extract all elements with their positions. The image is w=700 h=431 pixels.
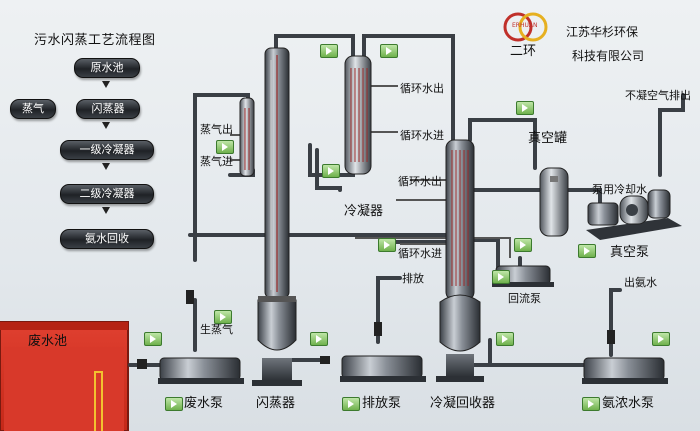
play-icon[interactable] bbox=[652, 332, 670, 346]
pipe-network bbox=[128, 34, 685, 367]
label-steam-in: 蒸气进 bbox=[200, 155, 233, 168]
play-icon[interactable] bbox=[342, 397, 360, 411]
label-pump-cooling-water: 泵用冷却水 bbox=[592, 183, 647, 196]
play-icon[interactable] bbox=[144, 332, 162, 346]
company-name: 江苏华杉环保 bbox=[566, 25, 639, 39]
valves bbox=[137, 290, 615, 369]
label-circ-water-in-1: 循环水进 bbox=[400, 129, 444, 142]
first-condenser bbox=[344, 55, 372, 175]
company-subtitle: 科技有限公司 bbox=[572, 49, 645, 63]
label-circ-water-out-2: 循环水出 bbox=[398, 175, 442, 188]
label-circ-water-in-2: 循环水进 bbox=[398, 247, 442, 260]
flow-arrow-icon bbox=[102, 207, 110, 214]
flow-arrow-icon bbox=[102, 122, 110, 129]
play-icon[interactable] bbox=[578, 244, 596, 258]
play-icon[interactable] bbox=[214, 310, 232, 324]
label-discharge: 排放 bbox=[402, 272, 424, 285]
page-title: 污水闪蒸工艺流程图 bbox=[34, 33, 156, 48]
label-steam-out: 蒸气出 bbox=[200, 123, 233, 136]
flow-steam-input: 蒸气 bbox=[10, 99, 56, 119]
steam-heater bbox=[239, 97, 255, 177]
play-icon[interactable] bbox=[380, 44, 398, 58]
ammonia-pump-machine bbox=[582, 357, 668, 384]
play-icon[interactable] bbox=[322, 164, 340, 178]
play-icon[interactable] bbox=[516, 101, 534, 115]
play-icon[interactable] bbox=[320, 44, 338, 58]
label-discharge-pump: 排放泵 bbox=[362, 396, 402, 411]
label-waste-pool: 废水池 bbox=[28, 334, 68, 349]
play-icon[interactable] bbox=[378, 238, 396, 252]
company-logo-mark bbox=[503, 12, 548, 42]
waste-pool bbox=[0, 321, 129, 431]
vacuum-pump-unit bbox=[586, 189, 682, 240]
flow-step-condenser-1: 一级冷凝器 bbox=[60, 140, 154, 160]
play-icon[interactable] bbox=[582, 397, 600, 411]
label-condenser: 冷凝器 bbox=[344, 204, 384, 219]
play-icon[interactable] bbox=[165, 397, 183, 411]
play-icon[interactable] bbox=[216, 140, 234, 154]
waste-pump-machine bbox=[158, 357, 244, 384]
flow-step-flash: 闪蒸器 bbox=[76, 99, 140, 119]
flow-step-ammonia: 氨水回收 bbox=[60, 229, 154, 249]
flash-evaporator bbox=[252, 47, 302, 386]
flow-arrow-icon bbox=[102, 163, 110, 170]
play-icon[interactable] bbox=[496, 332, 514, 346]
label-flash-evaporator: 闪蒸器 bbox=[256, 396, 296, 411]
condensation-recovery-column bbox=[436, 139, 484, 382]
logo-text: 二环 bbox=[510, 44, 537, 59]
play-icon[interactable] bbox=[492, 270, 510, 284]
flow-step-condenser-2: 二级冷凝器 bbox=[60, 184, 154, 204]
label-condensation-recovery: 冷凝回收器 bbox=[430, 396, 496, 411]
play-icon[interactable] bbox=[310, 332, 328, 346]
discharge-pump-machine bbox=[340, 355, 426, 382]
label-vacuum-tank: 真空罐 bbox=[528, 131, 568, 146]
label-ammonia-pump: 氨浓水泵 bbox=[602, 396, 655, 411]
label-circ-water-out-1: 循环水出 bbox=[400, 82, 444, 95]
logo-mark-text: ERHUAN bbox=[512, 22, 538, 29]
label-noncondensable-gas: 不凝空气排出 bbox=[625, 89, 691, 102]
label-waste-pump: 废水泵 bbox=[184, 396, 224, 411]
flow-step-raw-water: 原水池 bbox=[74, 58, 140, 78]
play-icon[interactable] bbox=[514, 238, 532, 252]
flow-arrow-icon bbox=[102, 81, 110, 88]
label-reflux-pump: 回流泵 bbox=[508, 292, 541, 305]
label-vacuum-pump: 真空泵 bbox=[610, 245, 650, 260]
vacuum-tank bbox=[539, 167, 569, 237]
label-ammonia-out: 出氨水 bbox=[624, 276, 657, 289]
label-raw-steam: 生蒸气 bbox=[200, 323, 233, 336]
